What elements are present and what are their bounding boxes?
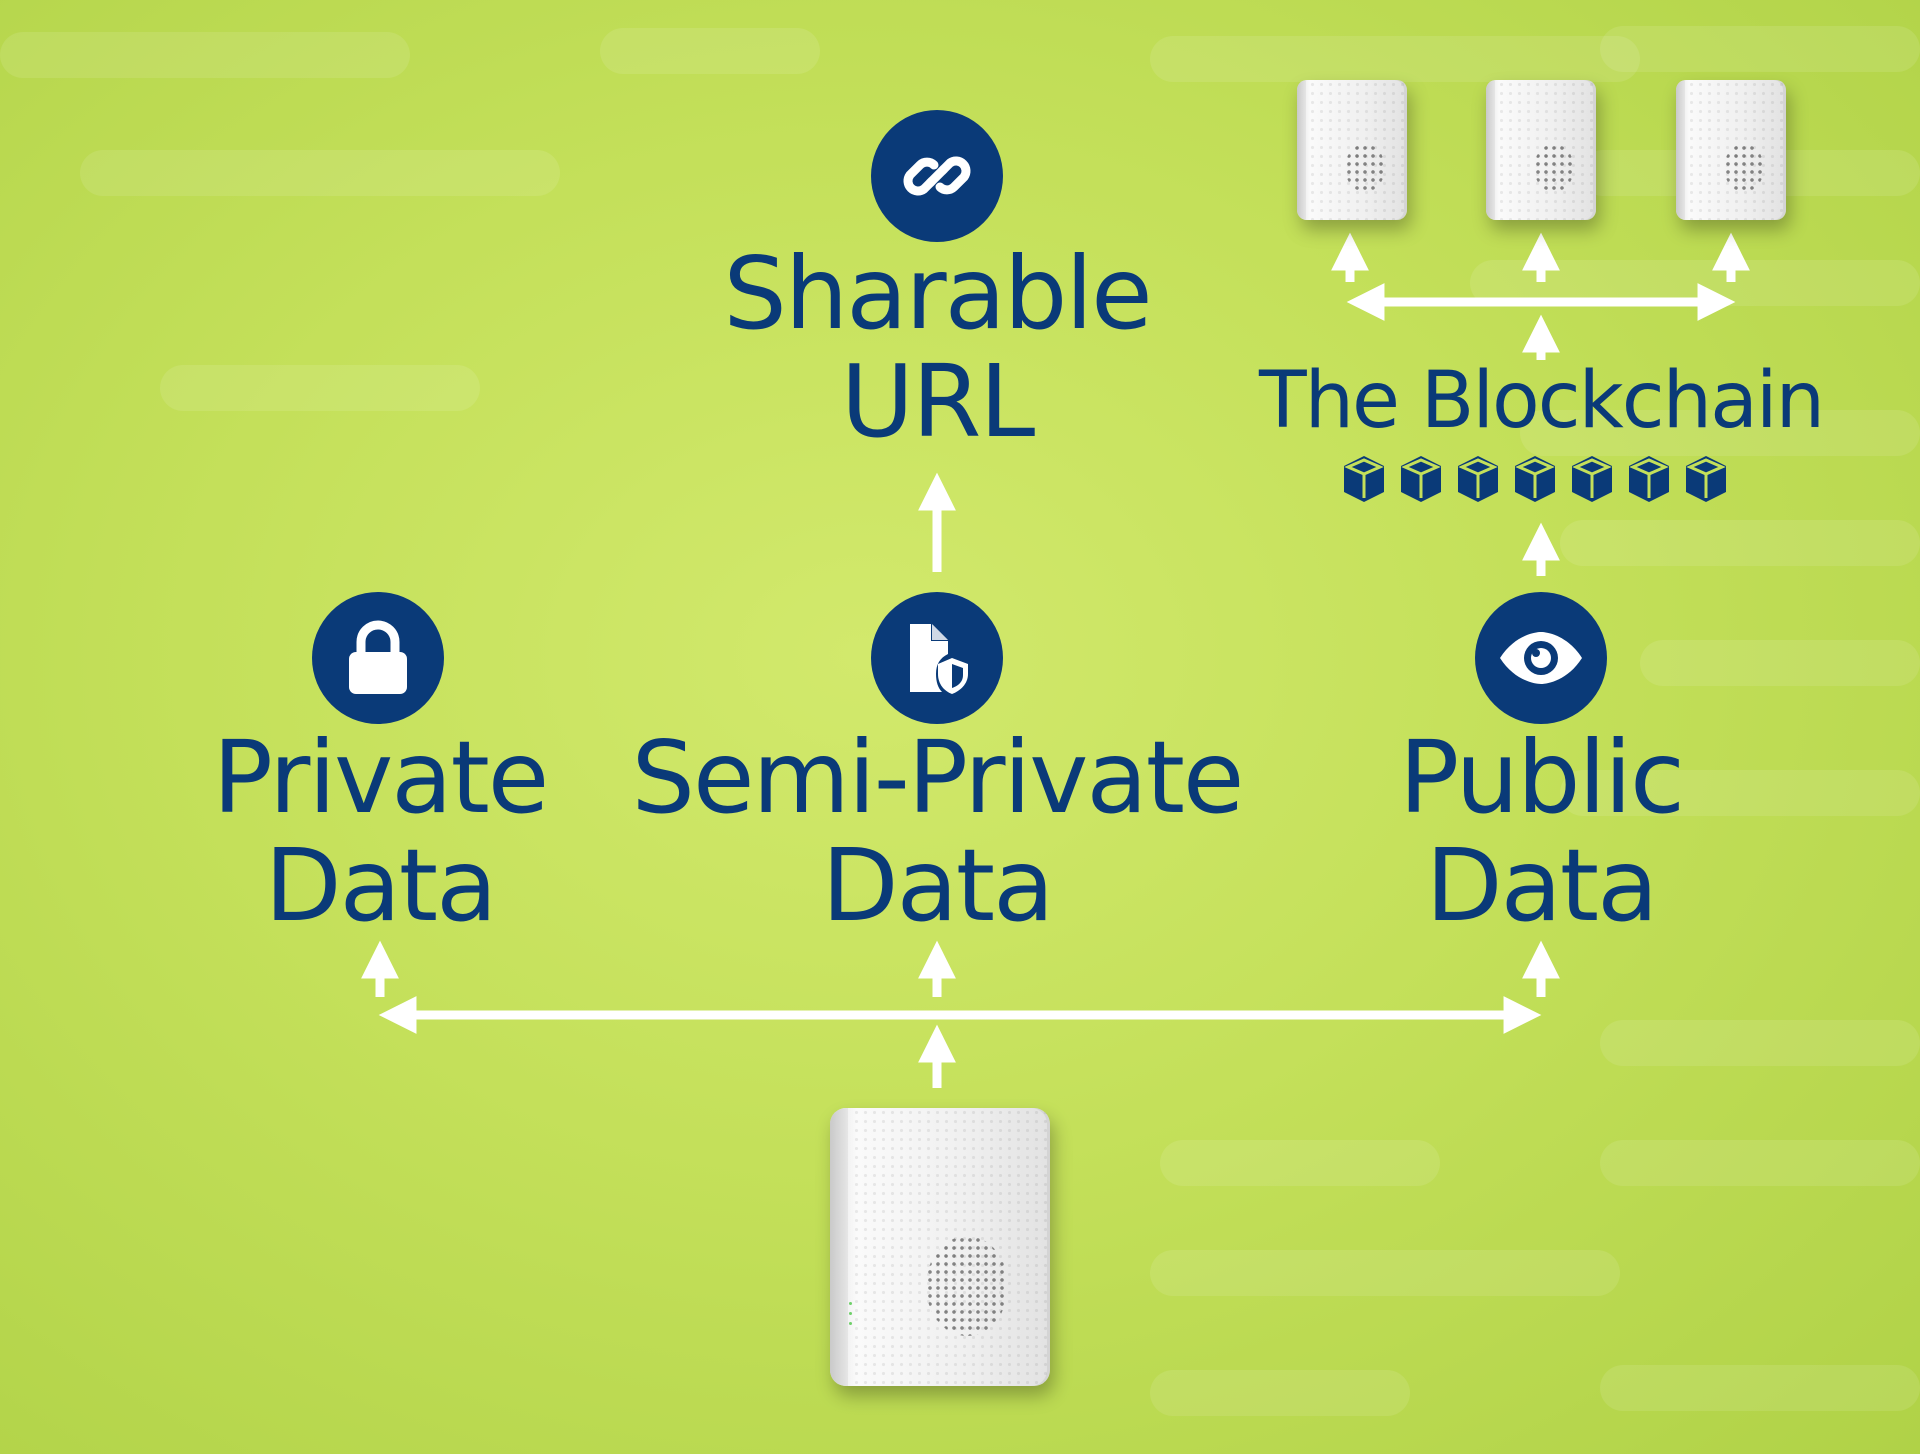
hub-device-icon [1676, 80, 1786, 220]
blocks-chain-icon [1344, 454, 1728, 504]
link-icon [871, 110, 1003, 242]
public-line-1: Public [1399, 719, 1685, 836]
sharable-line-1: Sharable [723, 235, 1152, 352]
public-line-2: Data [1425, 827, 1659, 944]
hub-device-icon [1486, 80, 1596, 220]
lock-icon [312, 592, 444, 724]
semi-private-line-1: Semi-Private [631, 719, 1245, 836]
sharable-url-label: Sharable URL [687, 244, 1187, 452]
hub-device-icon [830, 1108, 1050, 1386]
blockchain-label: The Blockchain [1231, 362, 1851, 440]
semi-private-line-2: Data [821, 827, 1055, 944]
sharable-line-2: URL [840, 343, 1035, 460]
private-line-2: Data [264, 827, 498, 944]
public-data-label: Public Data [1291, 728, 1791, 936]
private-data-label: Private Data [130, 728, 630, 936]
semi-private-data-label: Semi-Private Data [587, 728, 1287, 936]
private-line-1: Private [212, 719, 550, 836]
document-shield-icon [871, 592, 1003, 724]
hub-device-icon [1297, 80, 1407, 220]
eye-icon [1475, 592, 1607, 724]
blockchain-line-1: The Blockchain [1258, 356, 1825, 446]
